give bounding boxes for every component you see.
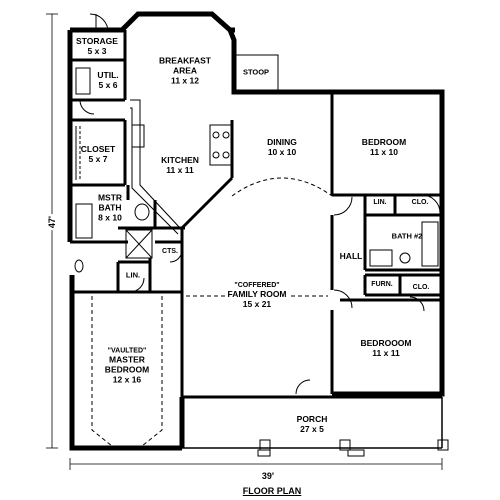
- room-label-stoop: STOOP: [242, 67, 270, 78]
- room-label-bedroom-2: BEDROOOM 11 x 11: [360, 338, 412, 359]
- room-name: STOOP: [242, 67, 270, 77]
- room-name: BEDROOM: [361, 137, 407, 148]
- room-name-line2: BEDROOM: [104, 364, 150, 375]
- room-name-line2: BATH: [98, 202, 122, 213]
- room-name: CLOSET: [80, 144, 116, 155]
- dimension-width: 39': [261, 471, 275, 481]
- room-label-util: UTIL. 5 x 6: [97, 70, 119, 91]
- room-size: 15 x 21: [242, 299, 272, 310]
- room-name: CTS.: [162, 247, 178, 255]
- room-label-furnace: FURN.: [371, 281, 392, 289]
- room-size: 12 x 16: [112, 373, 142, 384]
- room-label-closet-1: CLO.: [412, 199, 429, 207]
- room-label-breakfast: BREAKFAST AREA 11 x 12: [159, 56, 211, 85]
- room-size: 8 x 10: [98, 211, 122, 222]
- room-size: 11 x 10: [370, 147, 398, 157]
- room-name: KITCHEN: [161, 155, 199, 166]
- room-label-bath-2: BATH #2: [391, 231, 423, 242]
- room-size: 11 x 12: [171, 74, 199, 85]
- room-name: MSTR: [97, 192, 123, 203]
- room-name: HALL: [339, 251, 363, 262]
- room-name: MASTER: [109, 354, 145, 365]
- room-label-porch: PORCH 27 x 5: [296, 414, 328, 435]
- room-label-master-bedroom: "VAULTED" MASTER BEDROOM 12 x 16: [105, 347, 149, 384]
- room-name: FAMILY ROOM: [227, 289, 287, 300]
- room-label-hall: HALL: [339, 251, 363, 262]
- room-label-dining: DINING 10 x 10: [267, 137, 297, 158]
- room-size: 5 x 3: [87, 46, 107, 56]
- room-size: 5 x 6: [98, 80, 118, 90]
- room-label-closet-2: CLO.: [413, 284, 430, 292]
- room-qualifier: "COFFERED": [234, 282, 280, 290]
- room-name: FURN.: [371, 280, 393, 288]
- room-name: STORAGE: [76, 36, 118, 47]
- room-name-line2: AREA: [172, 65, 198, 76]
- room-label-storage: STORAGE 5 x 3: [76, 36, 118, 57]
- room-label-cts: CTS.: [162, 248, 178, 256]
- room-size: 5 x 7: [88, 154, 108, 164]
- room-label-master-bath: MSTR BATH 8 x 10: [98, 193, 122, 222]
- room-label-kitchen: KITCHEN 11 x 11: [161, 155, 199, 176]
- room-size: 27 x 5: [300, 424, 324, 434]
- dimension-lines: [46, 13, 443, 470]
- room-name: BEDROOOM: [360, 338, 412, 349]
- room-name: UTIL.: [97, 70, 119, 81]
- exterior-walls: [67, 11, 445, 451]
- room-size: 11 x 11: [166, 165, 194, 175]
- room-name: LIN.: [373, 198, 387, 206]
- room-size: 10 x 10: [267, 147, 297, 157]
- room-label-linen-1: LIN.: [125, 270, 141, 281]
- room-name: PORCH: [296, 414, 328, 425]
- room-label-family-room: "COFFERED" FAMILY ROOM 15 x 21: [225, 282, 289, 310]
- room-name: CLO.: [412, 283, 430, 291]
- dimension-depth: 47': [47, 213, 57, 231]
- room-name: LIN.: [125, 270, 141, 280]
- room-size: 11 x 11: [372, 348, 400, 358]
- plan-title: FLOOR PLAN: [242, 486, 302, 496]
- room-name: CLO.: [411, 198, 429, 206]
- room-name: DINING: [267, 137, 297, 148]
- room-name: BATH #2: [391, 231, 423, 241]
- room-label-closet: CLOSET 5 x 7: [80, 144, 116, 165]
- room-name: BREAKFAST: [159, 55, 211, 66]
- room-qualifier: "VAULTED": [107, 347, 147, 355]
- room-label-linen-2: LIN.: [373, 199, 386, 207]
- room-label-bedroom-1: BEDROOM 11 x 10: [361, 137, 407, 158]
